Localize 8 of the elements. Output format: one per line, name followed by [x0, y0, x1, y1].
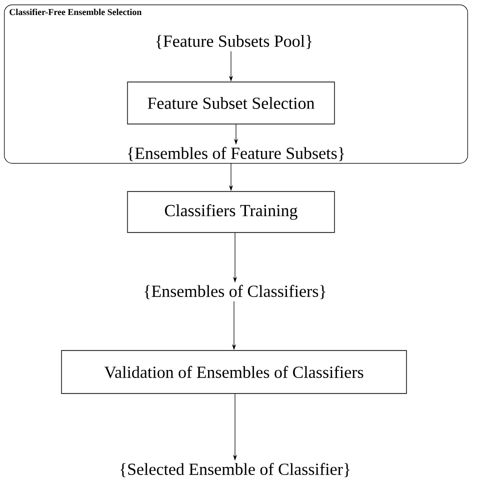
set-label: {Ensembles of Classifiers} — [144, 284, 326, 300]
process-box: Feature Subset Selection — [127, 82, 335, 124]
group-heading: Classifier-Free Ensemble Selection — [10, 8, 142, 16]
set-label: {Selected Ensemble of Classifier} — [120, 462, 350, 478]
process-box: Classifiers Training — [127, 191, 335, 233]
set-label: {Ensembles of Feature Subsets} — [128, 146, 344, 162]
process-box: Validation of Ensembles of Classifiers — [61, 350, 407, 394]
set-label: {Feature Subsets Pool} — [156, 35, 312, 49]
